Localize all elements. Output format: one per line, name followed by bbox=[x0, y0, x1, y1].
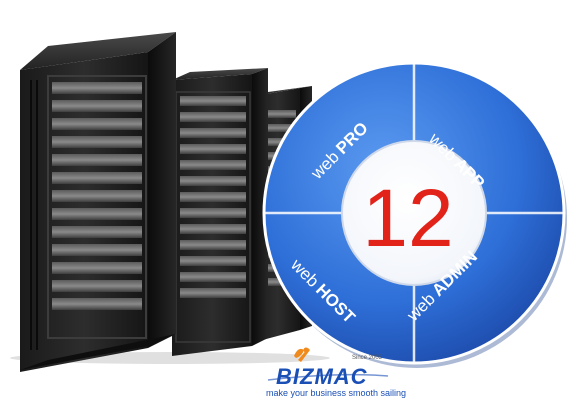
bizmac-logo: Since 2005 BIZMAC make your business smo… bbox=[266, 347, 406, 398]
web-wheel: 12 webPRO webAPP webHOST webADMIN bbox=[262, 61, 567, 368]
center-number: 12 bbox=[362, 173, 453, 264]
since-text: Since 2005 bbox=[352, 355, 383, 361]
server-rack-icon bbox=[172, 68, 268, 356]
server-rack-icon bbox=[20, 32, 176, 372]
wheel-center bbox=[341, 140, 487, 286]
tagline-text: make your business smooth sailing bbox=[266, 388, 406, 398]
sailor-icon bbox=[294, 347, 310, 362]
brand-text: BIZMAC bbox=[276, 364, 368, 389]
